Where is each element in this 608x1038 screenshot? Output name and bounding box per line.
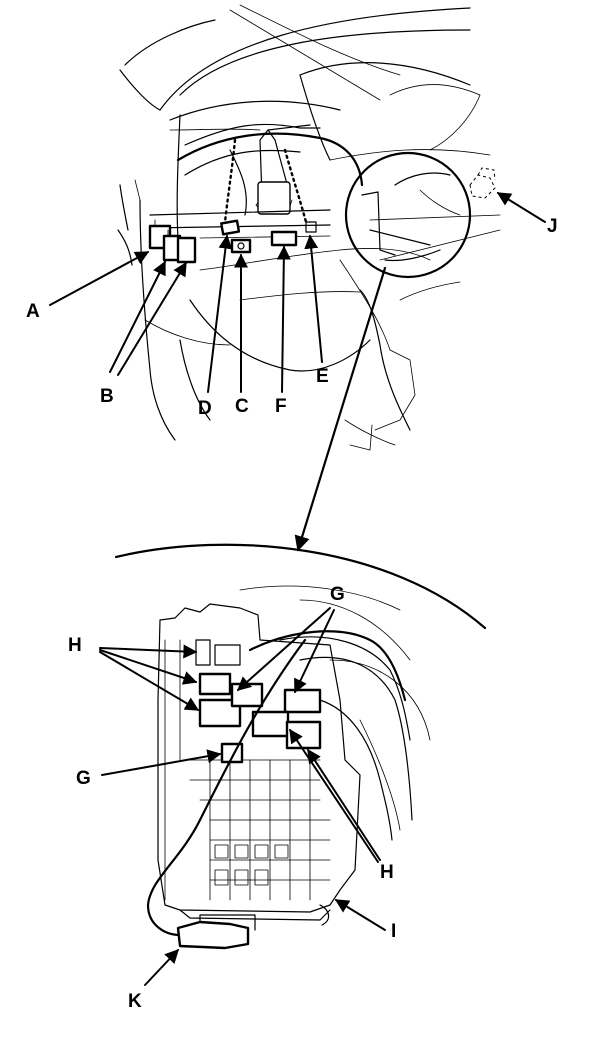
callout-label-G-upper: G [330, 584, 345, 605]
relay-H-3 [251, 710, 290, 738]
relay-C [230, 238, 252, 254]
callout-label-D: D [198, 398, 212, 419]
relay-D [220, 219, 241, 236]
relay-B-2 [176, 236, 197, 264]
callout-label-H-lower: H [380, 862, 394, 883]
relay-H-4 [285, 720, 322, 750]
dashboard-overview-view [117, 4, 501, 552]
callout-label-B: B [100, 386, 114, 407]
relay-G-1 [230, 682, 264, 708]
relay-G-2 [283, 688, 322, 714]
callout-label-C: C [235, 396, 249, 417]
magnifier-circle [344, 151, 472, 279]
relay-H-1 [198, 672, 232, 696]
callout-label-H-upper: H [68, 635, 82, 656]
magnified-view-arc [114, 543, 487, 630]
callout-label-G-lower: G [76, 768, 91, 789]
callout-label-J: J [547, 216, 558, 237]
callout-label-K: K [128, 991, 142, 1012]
callout-label-F: F [275, 396, 287, 417]
relay-F [270, 230, 298, 247]
part-J [469, 174, 496, 199]
upper-callout-arrows [49, 192, 546, 393]
callout-labels: A B C D E F J G H G H I K [26, 216, 558, 1012]
connector-K [176, 920, 250, 950]
callout-label-A: A [26, 301, 40, 322]
callout-label-E: E [316, 366, 329, 387]
callout-label-I: I [391, 921, 396, 942]
lower-callout-arrows [99, 607, 386, 986]
relay-H-2 [198, 698, 242, 728]
